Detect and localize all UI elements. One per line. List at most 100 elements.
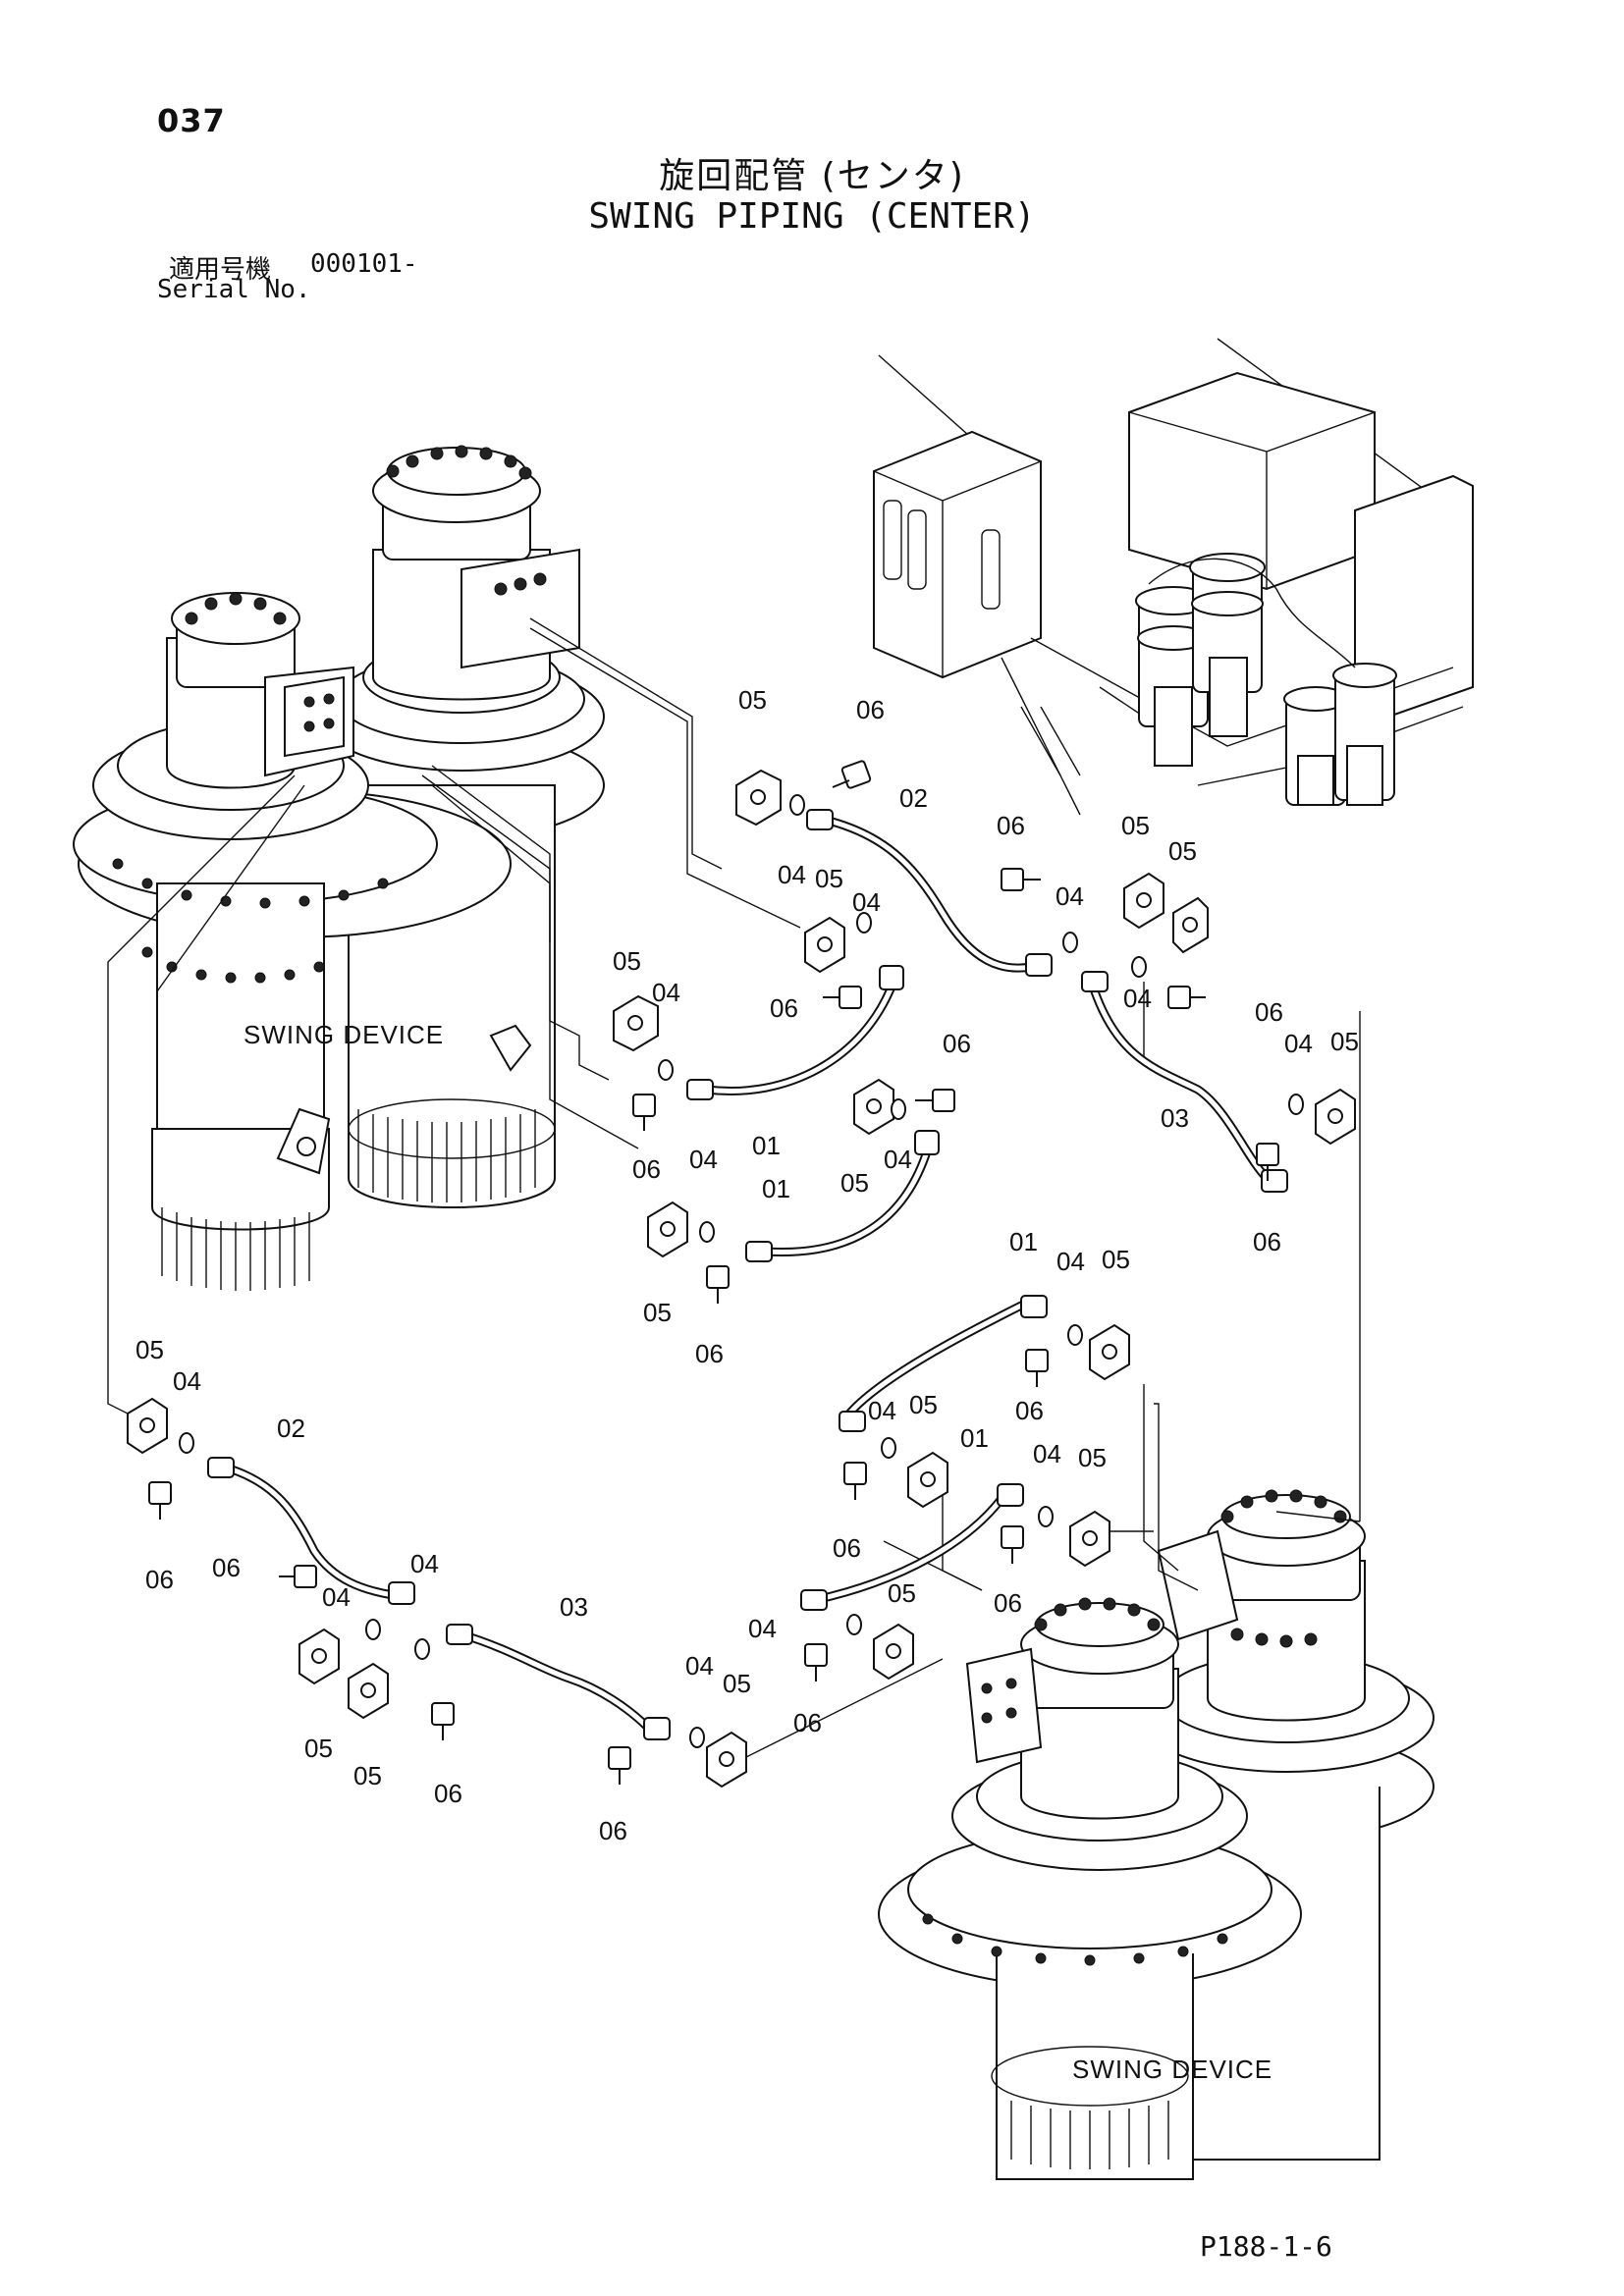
callout: 04 xyxy=(1284,1029,1313,1058)
bolt xyxy=(823,986,862,1009)
callout: 04 xyxy=(868,1396,896,1425)
bolt xyxy=(804,1643,828,1682)
callout: 04 xyxy=(322,1582,351,1612)
bolt xyxy=(632,1094,656,1131)
flange xyxy=(1089,1323,1130,1381)
callout: 06 xyxy=(943,1029,971,1058)
bolt xyxy=(431,1702,455,1740)
flange-parts xyxy=(127,769,1356,1789)
callout: 04 xyxy=(689,1145,718,1174)
title-english: SWING PIPING (CENTER) xyxy=(588,196,1036,237)
callout: 04 xyxy=(778,860,806,889)
figure-code: P188-1-6 xyxy=(1200,2230,1332,2263)
flange xyxy=(804,916,845,974)
bolt xyxy=(608,1746,631,1785)
callout: 05 xyxy=(613,946,641,976)
callout: 06 xyxy=(434,1779,462,1808)
routing-lines xyxy=(107,617,1361,1758)
title-japanese: 旋回配管 (センタ) xyxy=(659,156,965,196)
callout: 06 xyxy=(997,811,1025,840)
bolt xyxy=(706,1265,730,1304)
callout: 06 xyxy=(994,1588,1022,1618)
callout: 06 xyxy=(1015,1396,1044,1425)
bolt xyxy=(1001,1525,1024,1564)
callout: 05 xyxy=(1102,1245,1130,1274)
background-motor-3 xyxy=(1283,686,1348,806)
flange xyxy=(907,1451,948,1509)
callout: 01 xyxy=(1009,1227,1038,1256)
flange xyxy=(1172,896,1209,954)
callout: 06 xyxy=(212,1553,241,1582)
swing-device-right-assembly xyxy=(878,1489,1435,2180)
callout: 05 xyxy=(1168,836,1197,866)
callout: 05 xyxy=(304,1734,333,1763)
hose-01-middle xyxy=(745,1130,940,1262)
flange xyxy=(735,769,782,827)
swing-device-label-left: SWING DEVICE xyxy=(244,1020,444,1049)
bolt xyxy=(1167,986,1206,1009)
serial-label-japanese: 適用号機 xyxy=(169,255,272,285)
swing-device-label-right: SWING DEVICE xyxy=(1072,2055,1272,2084)
bolt xyxy=(1256,1143,1279,1181)
flange xyxy=(298,1628,340,1685)
callout: 05 xyxy=(738,685,767,715)
callout: 04 xyxy=(1033,1439,1061,1468)
callout: 06 xyxy=(1253,1227,1281,1256)
bolt-parts xyxy=(148,760,1279,1785)
flange xyxy=(1123,872,1164,930)
callout: 04 xyxy=(884,1145,912,1174)
machine-frame-background xyxy=(873,338,1474,816)
callout: 05 xyxy=(815,864,843,893)
callout: 06 xyxy=(770,993,798,1023)
o-ring-parts xyxy=(179,794,1304,1748)
callout: 04 xyxy=(173,1366,201,1396)
pipe-02-lower-left xyxy=(207,1457,415,1605)
hose-02-upper xyxy=(806,809,1053,977)
callout: 04 xyxy=(652,978,680,1007)
bolt xyxy=(832,760,872,789)
callout: 03 xyxy=(560,1592,588,1622)
serial-number-value: 000101- xyxy=(310,249,418,279)
flange xyxy=(127,1397,168,1455)
background-motor-2 xyxy=(1189,553,1266,737)
flange xyxy=(647,1201,688,1258)
callout: 06 xyxy=(695,1339,724,1368)
callout: 04 xyxy=(748,1614,777,1643)
callout: 06 xyxy=(793,1708,822,1737)
callout: 04 xyxy=(852,887,881,917)
callout-labels: 05 06 02 04 06 05 05 04 05 04 06 04 06 0… xyxy=(135,685,1359,1845)
pipe-03-lower xyxy=(446,1624,671,1740)
flange xyxy=(853,1078,894,1136)
callout: 01 xyxy=(752,1131,781,1160)
pipe-03-upper xyxy=(1081,971,1288,1193)
callout: 05 xyxy=(643,1298,672,1327)
callout: 05 xyxy=(135,1335,164,1364)
callout: 04 xyxy=(1056,881,1084,911)
page-number: 037 xyxy=(157,102,226,139)
bolt xyxy=(843,1462,867,1500)
callout: 04 xyxy=(685,1651,714,1681)
callout: 05 xyxy=(723,1669,751,1698)
callout: 06 xyxy=(599,1816,627,1845)
callout: 05 xyxy=(1330,1027,1359,1056)
flange xyxy=(873,1623,914,1681)
callout: 06 xyxy=(632,1154,661,1184)
bolt xyxy=(1025,1349,1049,1387)
bolt xyxy=(1001,868,1041,891)
flange xyxy=(613,994,659,1052)
callout: 05 xyxy=(840,1168,869,1198)
callout: 01 xyxy=(762,1174,790,1203)
flange xyxy=(348,1662,389,1720)
serial-label-english: Serial No. xyxy=(157,275,311,304)
callout: 02 xyxy=(277,1414,305,1443)
callout: 05 xyxy=(909,1390,938,1419)
callout: 04 xyxy=(1056,1247,1085,1276)
callout: 05 xyxy=(1078,1443,1107,1472)
hose-01-upper xyxy=(686,965,904,1100)
bolt xyxy=(915,1089,955,1112)
bolt xyxy=(279,1565,317,1588)
callout: 03 xyxy=(1161,1103,1189,1133)
callout: 06 xyxy=(856,695,885,724)
hose-01-lower-right xyxy=(839,1295,1048,1432)
callout: 04 xyxy=(410,1549,439,1578)
